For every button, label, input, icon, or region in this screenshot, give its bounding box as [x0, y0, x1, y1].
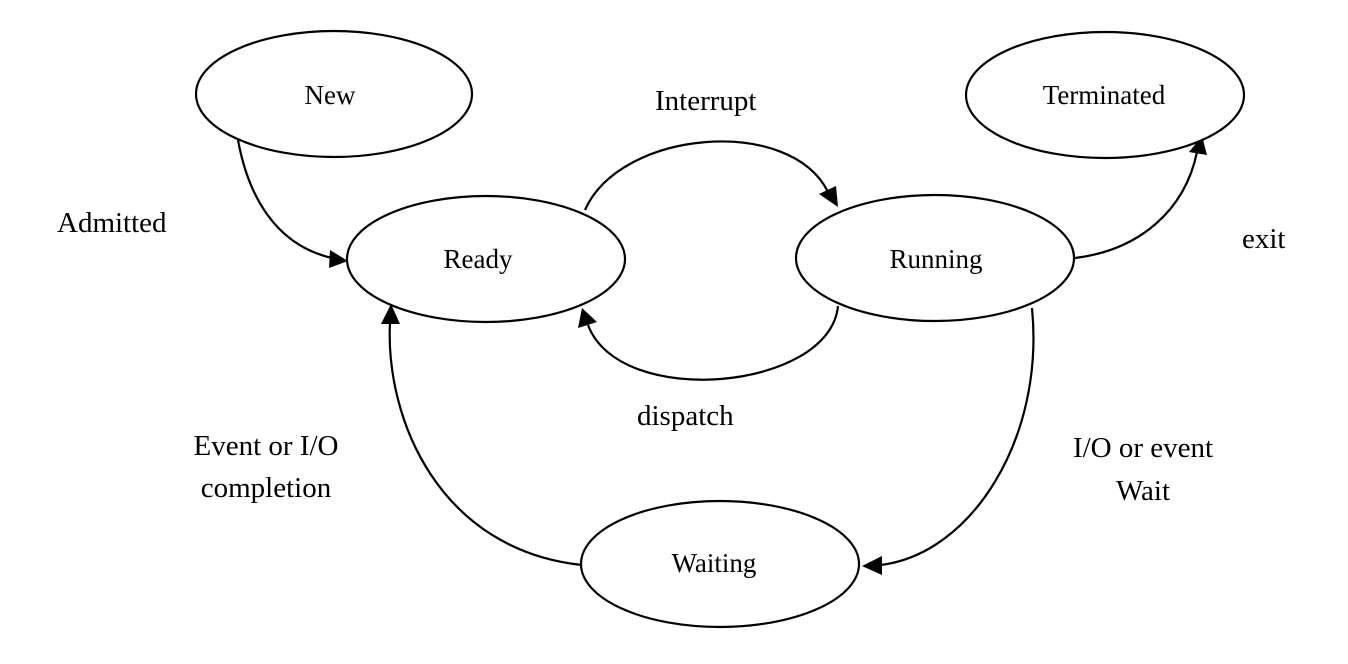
- label-io-completion-line1: Event or I/O: [194, 430, 339, 462]
- state-ready-label: Ready: [444, 244, 513, 274]
- label-admitted: Admitted: [57, 207, 167, 239]
- state-terminated-label: Terminated: [1043, 80, 1166, 110]
- arrowhead-dispatch: [578, 308, 597, 328]
- edge-io-wait: [879, 307, 1035, 567]
- edge-io-completion: [388, 321, 583, 567]
- edge-dispatch: [586, 305, 840, 381]
- label-dispatch: dispatch: [637, 400, 734, 432]
- arrowhead-io-wait: [862, 556, 882, 575]
- arrowhead-interrupt: [819, 186, 838, 207]
- state-ready-ellipse: [345, 194, 627, 324]
- state-running-label: Running: [889, 244, 982, 274]
- edge-exit: [1074, 151, 1199, 260]
- state-waiting-ellipse: [579, 499, 861, 629]
- state-waiting-label: Waiting: [672, 548, 757, 578]
- label-io-wait-line1: I/O or event: [1073, 432, 1213, 464]
- state-new-label: New: [305, 80, 356, 110]
- state-terminated: Terminated: [964, 30, 1246, 160]
- arrowhead-admitted: [329, 250, 348, 268]
- edge-interrupt: [583, 140, 829, 211]
- edge-admitted: [236, 139, 333, 260]
- state-terminated-ellipse: [964, 30, 1246, 160]
- state-ready: Ready: [345, 194, 627, 324]
- label-io-wait-line2: Wait: [1116, 475, 1170, 507]
- label-exit: exit: [1242, 223, 1286, 255]
- transition-labels: Admitted Interrupt dispatch exit I/O or …: [57, 85, 1286, 507]
- state-new: New: [194, 29, 474, 159]
- state-waiting: Waiting: [579, 499, 861, 629]
- state-running: Running: [794, 193, 1076, 323]
- label-io-completion-line2: completion: [201, 472, 332, 504]
- edges: [236, 136, 1207, 575]
- arrowhead-io-completion: [381, 304, 400, 324]
- state-new-ellipse: [194, 29, 474, 159]
- state-running-ellipse: [794, 193, 1076, 323]
- label-interrupt: Interrupt: [655, 85, 756, 117]
